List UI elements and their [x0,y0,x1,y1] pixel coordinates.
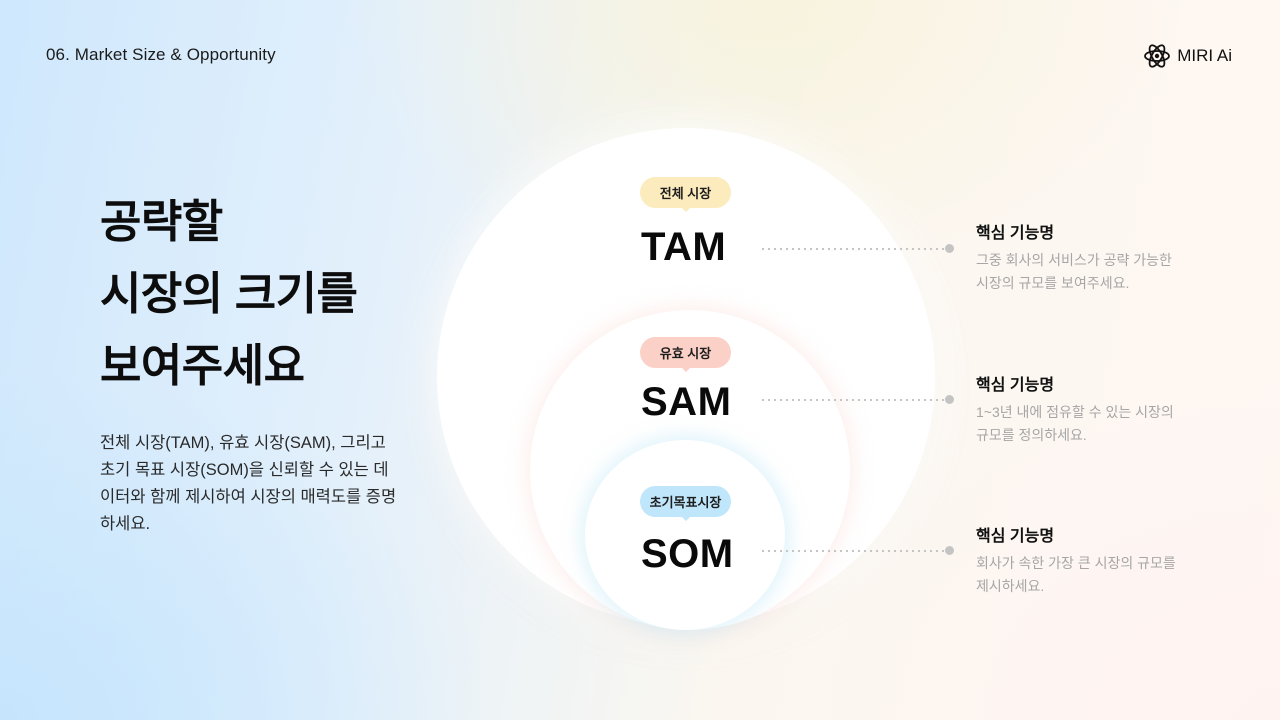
connector-dot [945,244,954,253]
feature-description: 회사가 속한 가장 큰 시장의 규모를 제시하세요. [976,555,1176,594]
connector-dotted-line [760,248,950,250]
market-abbr: SAM [641,380,732,424]
brand-logo: MIRI Ai [1143,42,1232,70]
market-abbr: TAM [641,225,727,269]
market-tag: 유효 시장 [640,337,731,372]
page-headline: 공략할 시장의 크기를 보여주세요 [100,186,358,402]
feature-title: 핵심 기능명 [976,377,1055,394]
headline-line: 보여주세요 [100,340,305,391]
connector-dot [945,395,954,404]
feature-description: 그중 회사의 서비스가 공략 가능한 시장의 규모를 보여주세요. [976,252,1172,291]
market-tag: 전체 시장 [640,177,731,212]
brand-name: MIRI Ai [1177,46,1232,65]
som-circle [585,440,785,630]
feature-title: 핵심 기능명 [976,528,1055,545]
market-tag: 초기목표시장 [640,486,731,521]
connector-dotted-line [760,399,950,401]
atom-icon [1144,44,1171,68]
feature-title: 핵심 기능명 [976,225,1055,242]
connector-dotted-line [760,550,950,552]
feature-block-sam: 핵심 기능명 1~3년 내에 점유할 수 있는 시장의 규모를 정의하세요. [976,371,1176,447]
connector-dot [945,546,954,555]
market-abbr: SOM [641,532,734,576]
intro-description: 전체 시장(TAM), 유효 시장(SAM), 그리고 초기 목표 시장(SOM… [100,434,397,533]
feature-block-som: 핵심 기능명 회사가 속한 가장 큰 시장의 규모를 제시하세요. [976,522,1176,598]
section-title: 06. Market Size & Opportunity [46,45,276,64]
headline-line: 공략할 [100,196,223,247]
feature-block-tam: 핵심 기능명 그중 회사의 서비스가 공략 가능한 시장의 규모를 보여주세요. [976,219,1176,295]
feature-description: 1~3년 내에 점유할 수 있는 시장의 규모를 정의하세요. [976,404,1174,443]
headline-line: 시장의 크기를 [100,268,358,319]
